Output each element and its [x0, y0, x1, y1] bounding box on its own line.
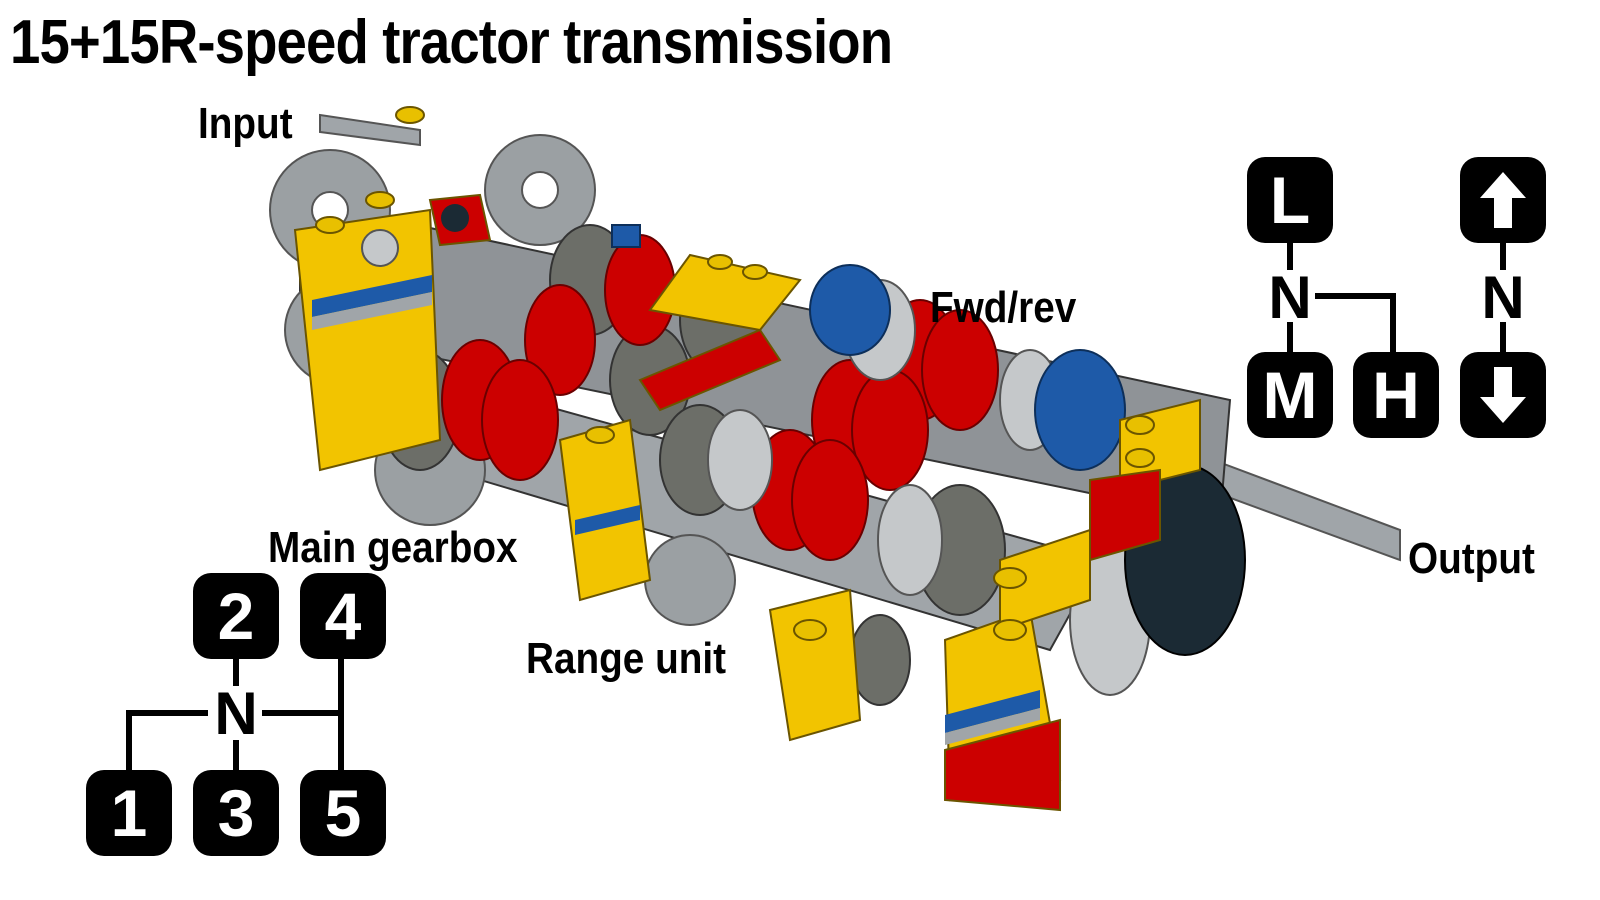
range-line [1315, 293, 1395, 299]
range-key-h: H [1353, 352, 1439, 438]
range-key-l: L [1247, 157, 1333, 243]
direction-neutral: N [1481, 264, 1525, 331]
input-label: Input [198, 99, 293, 148]
gear-line [126, 710, 132, 772]
down-arrow-icon [1460, 352, 1546, 438]
main-gearbox-label: Main gearbox [268, 523, 518, 572]
direction-line [1500, 322, 1506, 356]
gear-key-2: 2 [193, 573, 279, 659]
gear-line [262, 710, 342, 716]
range-key-m: M [1247, 352, 1333, 438]
range-line [1287, 240, 1293, 270]
fwd-rev-label: Fwd/rev [930, 283, 1077, 332]
gear-key-3: 3 [193, 770, 279, 856]
range-unit-label: Range unit [526, 634, 727, 683]
range-neutral: N [1268, 264, 1312, 331]
gear-line [126, 710, 208, 716]
range-line [1390, 293, 1396, 357]
gear-key-5: 5 [300, 770, 386, 856]
gear-key-1: 1 [86, 770, 172, 856]
range-line [1287, 322, 1293, 356]
page-title: 15+15R-speed tractor transmission [10, 8, 893, 77]
gear-key-4: 4 [300, 573, 386, 659]
direction-line [1500, 240, 1506, 270]
gear-neutral: N [214, 680, 258, 747]
gear-line [338, 656, 344, 772]
gear-line [233, 656, 239, 686]
gear-line [233, 740, 239, 772]
output-label: Output [1408, 534, 1535, 583]
up-arrow-icon [1460, 157, 1546, 243]
